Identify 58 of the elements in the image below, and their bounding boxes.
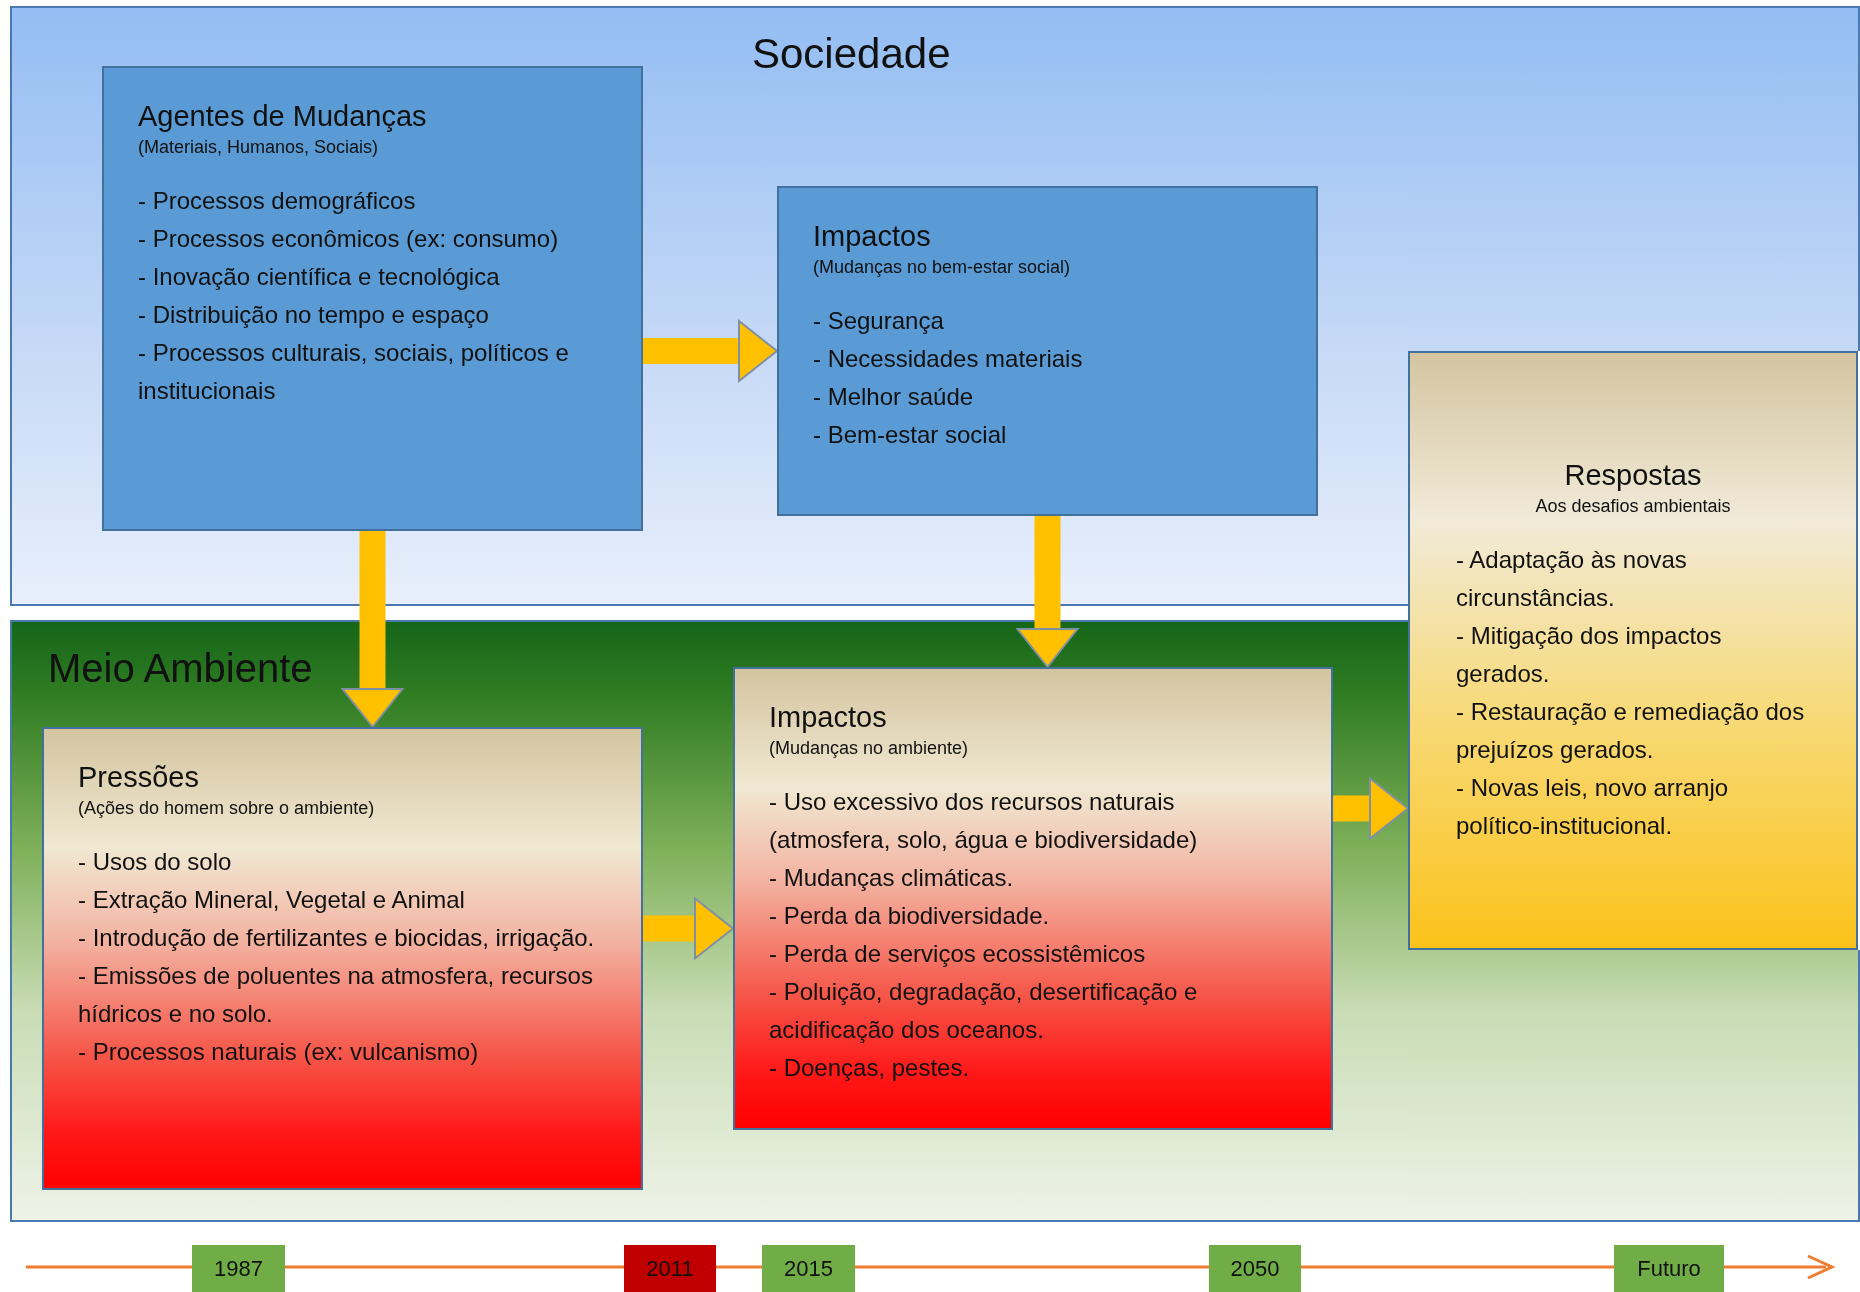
panel-title: Meio Ambiente — [48, 645, 313, 692]
environment-panel — [10, 620, 1408, 1222]
content-box — [777, 186, 1318, 516]
list-item: - Processos naturais (ex: vulcanismo) — [78, 1037, 480, 1067]
box-heading: Agentes de Mudanças — [138, 99, 428, 134]
block-arrow — [1333, 777, 1409, 840]
list-item: - Processos demográficos — [138, 186, 417, 216]
society-panel — [10, 6, 1408, 606]
year-marker — [192, 1245, 285, 1292]
panel-title: Sociedade — [752, 29, 951, 79]
box-subtitle: Aos desafios ambientais — [1534, 495, 1732, 518]
list-item: - Extração Mineral, Vegetal e Animal — [78, 885, 466, 915]
list-item: - Melhor saúde — [813, 382, 975, 412]
content-box — [733, 667, 1333, 1130]
list-item: - Distribuição no tempo e espaço — [138, 300, 490, 330]
box-subtitle: (Mudanças no bem-estar social) — [813, 256, 1072, 279]
box-subtitle: (Mudanças no ambiente) — [769, 737, 970, 760]
list-item: - Inovação científica e tecnológica — [138, 262, 501, 292]
list-item: - Adaptação às novas circunstâncias. — [1456, 545, 1688, 613]
list-item: - Novas leis, novo arranjo político-institucional. — [1456, 773, 1730, 841]
list-item: - Perda de serviços ecossistêmicos — [769, 939, 1147, 969]
list-item: - Necessidades materiais — [813, 344, 1084, 374]
block-arrow — [643, 897, 734, 960]
year-label: 2011 — [646, 1255, 694, 1283]
list-item: - Usos do solo — [78, 847, 233, 877]
year-marker — [762, 1245, 855, 1292]
content-box — [1408, 351, 1858, 950]
list-item: - Processos econômicos (ex: consumo) — [138, 224, 560, 254]
list-item: - Mitigação dos impactos gerados. — [1456, 621, 1723, 689]
year-label: 2015 — [784, 1255, 833, 1283]
year-label: 2050 — [1230, 1255, 1280, 1283]
list-item: - Emissões de poluentes na atmosfera, recursos hídricos e no solo. — [78, 961, 594, 1029]
block-arrow — [1016, 516, 1079, 668]
list-item: - Processos culturais, sociais, políticos e institucionais — [138, 338, 570, 406]
year-marker — [1614, 1245, 1724, 1292]
content-box — [102, 66, 643, 531]
list-item: - Introdução de fertilizantes e biocidas, irrigação. — [78, 923, 596, 953]
block-arrow — [643, 320, 778, 382]
year-marker — [1209, 1245, 1301, 1292]
box-heading: Impactos — [769, 700, 888, 735]
list-item: - Bem-estar social — [813, 420, 1008, 450]
list-item: - Poluição, degradação, desertificação e acidificação dos oceanos. — [769, 977, 1199, 1045]
list-item: - Uso excessivo dos recursos naturais (atmosfera, solo, água e biodiversidade) — [769, 787, 1199, 855]
year-marker — [624, 1245, 716, 1292]
list-item: - Segurança — [813, 306, 945, 336]
list-item: - Restauração e remediação dos prejuízos gerados. — [1456, 697, 1806, 765]
content-box — [42, 727, 643, 1190]
year-label: Futuro — [1637, 1255, 1701, 1283]
box-subtitle: (Materiais, Humanos, Sociais) — [138, 136, 380, 159]
block-arrow — [341, 531, 404, 728]
list-item: - Mudanças climáticas. — [769, 863, 1015, 893]
year-label: 1987 — [214, 1255, 263, 1283]
box-heading: Pressões — [78, 760, 200, 795]
box-subtitle: (Ações do homem sobre o ambiente) — [78, 797, 376, 820]
list-item: - Perda da biodiversidade. — [769, 901, 1051, 931]
box-heading: Impactos — [813, 219, 932, 254]
list-item: - Doenças, pestes. — [769, 1053, 971, 1083]
box-heading: Respostas — [1563, 458, 1703, 493]
